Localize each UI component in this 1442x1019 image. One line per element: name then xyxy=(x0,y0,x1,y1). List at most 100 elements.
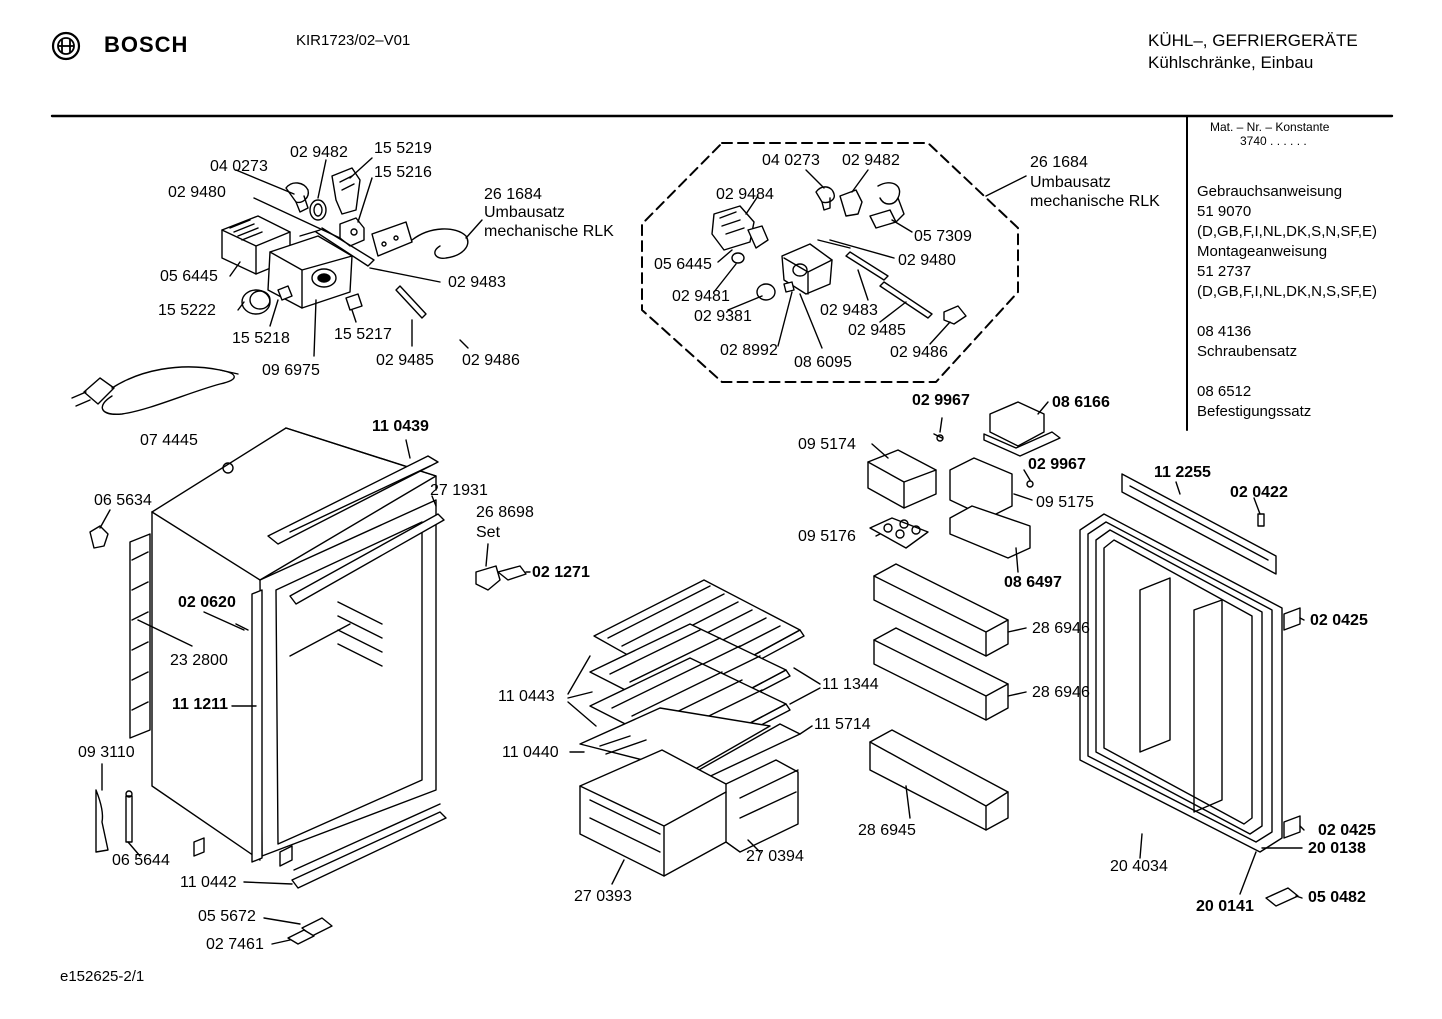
mat-nr-title: Mat. – Nr. – Konstante xyxy=(1210,120,1330,134)
part-label: 09 5174 xyxy=(798,436,856,453)
part-label: 02 0620 xyxy=(178,594,236,611)
thermostat-assembly xyxy=(221,157,483,357)
part-label: 07 4445 xyxy=(140,432,198,449)
part-label: 15 5216 xyxy=(374,164,432,181)
part-label: 05 6445 xyxy=(160,268,218,285)
part-label: 11 0442 xyxy=(180,874,237,891)
part-label: 02 9480 xyxy=(168,184,226,201)
part-label: Set xyxy=(476,524,501,541)
part-label: 11 1211 xyxy=(172,696,229,713)
part-label: 02 0422 xyxy=(1230,484,1288,501)
part-label: 09 6975 xyxy=(262,362,320,379)
part-label: 27 0393 xyxy=(574,888,632,905)
doc-item: 51 9070 xyxy=(1197,203,1252,220)
part-label: 02 9486 xyxy=(462,352,520,369)
doc-item: 08 6512 xyxy=(1197,383,1252,400)
part-label: 02 9486 xyxy=(890,344,948,361)
conversion-kit-parts xyxy=(711,169,967,349)
doc-item: Schraubensatz xyxy=(1197,343,1298,360)
model-number: KIR1723/02–V01 xyxy=(296,32,411,49)
part-label: 27 0394 xyxy=(746,848,804,865)
part-label: 28 6946 xyxy=(1032,620,1090,637)
part-label: 23 2800 xyxy=(170,652,228,669)
part-label: 02 9967 xyxy=(912,392,970,409)
part-label: 02 7461 xyxy=(206,936,264,953)
part-label: 11 0443 xyxy=(498,688,555,705)
part-label: 15 5218 xyxy=(232,330,290,347)
part-label: 20 0138 xyxy=(1308,840,1366,857)
power-cord xyxy=(71,366,239,415)
hinge-set xyxy=(475,543,531,591)
part-label: mechanische RLK xyxy=(484,223,614,240)
part-label: 02 8992 xyxy=(720,342,778,359)
part-label: 08 6166 xyxy=(1052,394,1110,411)
part-label: 09 5176 xyxy=(798,528,856,545)
part-label: 26 1684 xyxy=(1030,154,1088,171)
part-label: 06 5634 xyxy=(94,492,152,509)
part-label: 02 9967 xyxy=(1028,456,1086,473)
bosch-logo xyxy=(50,30,82,67)
doc-item: Befestigungssatz xyxy=(1197,403,1312,420)
part-label: 02 0425 xyxy=(1318,822,1376,839)
refrigerator-cabinet xyxy=(89,427,447,945)
shelves-and-crisper xyxy=(567,579,821,885)
part-label: 15 5222 xyxy=(158,302,216,319)
part-label: 11 1344 xyxy=(822,676,879,693)
doc-item: (D,GB,F,I,NL,DK,N,S,SF,E) xyxy=(1197,283,1378,300)
mat-nr-value: 3740 . . . . . . xyxy=(1240,134,1307,148)
document-list: Gebrauchsanweisung 51 9070 (D,GB,F,I,NL,… xyxy=(1197,182,1377,422)
part-label: 15 5217 xyxy=(334,326,392,343)
brand-name: BOSCH xyxy=(104,32,189,57)
part-label: 02 9483 xyxy=(448,274,506,291)
part-label: 26 1684 xyxy=(484,186,542,203)
category-title: KÜHL–, GEFRIERGERÄTE xyxy=(1148,31,1358,50)
category-subtitle: Kühlschränke, Einbau xyxy=(1148,53,1314,72)
part-label: 11 5714 xyxy=(814,716,871,733)
part-label: 08 6497 xyxy=(1004,574,1062,591)
part-label: 08 6095 xyxy=(794,354,852,371)
part-label: 05 0482 xyxy=(1308,889,1366,906)
part-label: 02 9381 xyxy=(694,308,752,325)
part-label: 11 0439 xyxy=(372,418,429,435)
document-id: e152625-2/1 xyxy=(60,968,145,985)
part-label: Umbausatz xyxy=(1030,174,1111,191)
part-label: 02 9485 xyxy=(848,322,906,339)
part-label: 11 0440 xyxy=(502,744,559,761)
doc-item: 08 4136 xyxy=(1197,323,1252,340)
doc-item: 51 2737 xyxy=(1197,263,1252,280)
part-label: 02 9482 xyxy=(842,152,900,169)
refrigerator-door xyxy=(1079,473,1305,907)
part-label: Umbausatz xyxy=(484,204,565,221)
part-label: 05 6445 xyxy=(654,256,712,273)
part-label: 02 9485 xyxy=(376,352,434,369)
part-label: 05 5672 xyxy=(198,908,256,925)
part-label: 20 0141 xyxy=(1196,898,1254,915)
part-label: 28 6946 xyxy=(1032,684,1090,701)
doc-item: (D,GB,F,I,NL,DK,S,N,SF,E) xyxy=(1197,223,1378,240)
doc-item: Gebrauchsanweisung xyxy=(1197,183,1343,200)
part-label: 02 0425 xyxy=(1310,612,1368,629)
info-panel: Mat. – Nr. – Konstante 3740 . . . . . . xyxy=(1210,120,1329,148)
door-accessories xyxy=(867,401,1061,831)
part-label: 02 9482 xyxy=(290,144,348,161)
part-label: 20 4034 xyxy=(1110,858,1168,875)
part-label: 05 7309 xyxy=(914,228,972,245)
part-label: 06 5644 xyxy=(112,852,170,869)
conversion-kit-outline xyxy=(641,142,1027,383)
part-label: 02 9481 xyxy=(672,288,730,305)
part-label: mechanische RLK xyxy=(1030,193,1160,210)
part-label: 02 9484 xyxy=(716,186,774,203)
part-label: 26 8698 xyxy=(476,504,534,521)
part-label: 02 1271 xyxy=(532,564,590,581)
doc-item: Montageanweisung xyxy=(1197,243,1328,260)
part-label: 28 6945 xyxy=(858,822,916,839)
part-label: 09 3110 xyxy=(78,744,135,761)
part-label: 04 0273 xyxy=(762,152,820,169)
part-label: 15 5219 xyxy=(374,140,432,157)
part-label: 11 2255 xyxy=(1154,464,1211,481)
part-label: 27 1931 xyxy=(430,482,488,499)
bosch-armature-icon xyxy=(51,31,81,61)
part-label: 09 5175 xyxy=(1036,494,1094,511)
